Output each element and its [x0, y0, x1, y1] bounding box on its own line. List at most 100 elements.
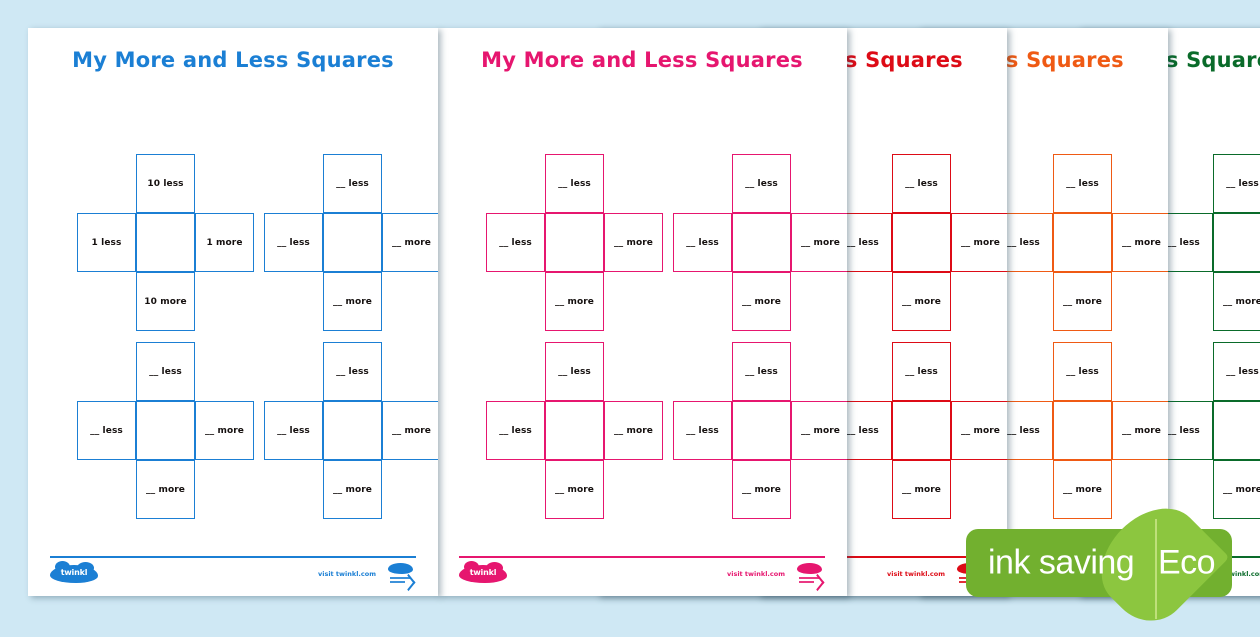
- cell-bottom[interactable]: 10 more: [136, 272, 195, 331]
- cell-top[interactable]: __ less: [1053, 342, 1112, 401]
- twinkl-wordmark: twinkl: [469, 568, 497, 577]
- cell-centre[interactable]: [1053, 401, 1112, 460]
- cell-left[interactable]: __ less: [264, 401, 323, 460]
- cell-label: __ less: [336, 178, 369, 189]
- cell-right[interactable]: __ more: [791, 213, 847, 272]
- cell-centre[interactable]: [1053, 213, 1112, 272]
- cell-bottom[interactable]: __ more: [1213, 272, 1260, 331]
- cell-centre[interactable]: [732, 401, 791, 460]
- cell-label: __ less: [905, 178, 938, 189]
- cell-right[interactable]: __ more: [195, 401, 254, 460]
- cell-bottom[interactable]: __ more: [1053, 272, 1112, 331]
- twinkl-logo[interactable]: twinkl: [459, 561, 507, 584]
- cell-centre[interactable]: [545, 401, 604, 460]
- cell-top[interactable]: __ less: [1053, 154, 1112, 213]
- cell-left[interactable]: 1 less: [77, 213, 136, 272]
- cell-bottom[interactable]: __ more: [732, 460, 791, 519]
- cell-left[interactable]: __ less: [264, 213, 323, 272]
- cell-centre[interactable]: [1213, 213, 1260, 272]
- cell-top[interactable]: __ less: [1213, 342, 1260, 401]
- cell-label: __ more: [801, 237, 840, 248]
- cell-label: __ less: [499, 237, 532, 248]
- cell-left[interactable]: __ less: [673, 213, 732, 272]
- cell-left[interactable]: __ less: [673, 401, 732, 460]
- cell-label: __ more: [392, 425, 431, 436]
- cell-bottom[interactable]: __ more: [323, 460, 382, 519]
- cell-label: __ more: [1063, 296, 1102, 307]
- more-less-cross-4: __ less__ less__ more__ more: [673, 342, 847, 519]
- visit-twinkl-link[interactable]: visit twinkl.com: [726, 570, 785, 578]
- cell-top[interactable]: __ less: [545, 342, 604, 401]
- twinkl-logo[interactable]: twinkl: [50, 561, 98, 584]
- cell-centre[interactable]: [323, 401, 382, 460]
- cell-label: __ less: [558, 178, 591, 189]
- cell-label: __ less: [1167, 425, 1200, 436]
- cell-right[interactable]: __ more: [604, 213, 663, 272]
- more-less-cross-4: __ less__ less__ more__ more: [264, 342, 438, 519]
- visit-twinkl-link[interactable]: visit twinkl.com: [1208, 570, 1260, 578]
- cell-label: __ less: [1226, 366, 1259, 377]
- cell-label: 1 more: [206, 237, 243, 248]
- cell-label: __ more: [961, 425, 1000, 436]
- cell-centre[interactable]: [892, 213, 951, 272]
- visit-twinkl-link[interactable]: visit twinkl.com: [886, 570, 945, 578]
- cell-right[interactable]: __ more: [791, 401, 847, 460]
- cell-bottom[interactable]: __ more: [545, 460, 604, 519]
- page-title: My More and Less Squares: [481, 48, 803, 72]
- cell-label: __ less: [558, 366, 591, 377]
- cell-bottom[interactable]: __ more: [732, 272, 791, 331]
- cell-bottom[interactable]: __ more: [892, 272, 951, 331]
- cell-bottom[interactable]: __ more: [1213, 460, 1260, 519]
- cell-right[interactable]: __ more: [1112, 213, 1168, 272]
- footer-divider: [459, 556, 825, 558]
- cell-centre[interactable]: [323, 213, 382, 272]
- cell-label: __ less: [846, 425, 879, 436]
- cell-bottom[interactable]: __ more: [323, 272, 382, 331]
- more-less-cross-4: __ less__ less__ more__ more: [1154, 342, 1260, 519]
- cell-left[interactable]: __ less: [77, 401, 136, 460]
- badge-part-bb: [797, 563, 822, 574]
- cell-left[interactable]: __ less: [486, 213, 545, 272]
- cell-bottom[interactable]: __ more: [136, 460, 195, 519]
- visit-twinkl-link[interactable]: visit twinkl.com: [317, 570, 376, 578]
- cell-centre[interactable]: [545, 213, 604, 272]
- cell-label: __ less: [149, 366, 182, 377]
- cell-right[interactable]: __ more: [604, 401, 663, 460]
- cell-right[interactable]: __ more: [951, 213, 1007, 272]
- cell-bottom[interactable]: __ more: [545, 272, 604, 331]
- cell-centre[interactable]: [1213, 401, 1260, 460]
- cell-top[interactable]: __ less: [545, 154, 604, 213]
- cell-right[interactable]: 1 more: [195, 213, 254, 272]
- cell-right[interactable]: __ more: [382, 213, 438, 272]
- cell-left[interactable]: __ less: [486, 401, 545, 460]
- cell-label: __ more: [1063, 484, 1102, 495]
- cell-centre[interactable]: [732, 213, 791, 272]
- cell-top[interactable]: __ less: [732, 342, 791, 401]
- cell-centre[interactable]: [136, 213, 195, 272]
- cell-top[interactable]: __ less: [892, 342, 951, 401]
- cell-centre[interactable]: [136, 401, 195, 460]
- cell-bottom[interactable]: __ more: [1053, 460, 1112, 519]
- cell-centre[interactable]: [892, 401, 951, 460]
- cell-top[interactable]: 10 less: [136, 154, 195, 213]
- badge-part-bl2: [390, 581, 405, 583]
- cell-label: __ less: [905, 366, 938, 377]
- cell-right[interactable]: __ more: [951, 401, 1007, 460]
- cell-top[interactable]: __ less: [136, 342, 195, 401]
- cell-label: __ less: [686, 425, 719, 436]
- cell-label: __ more: [742, 296, 781, 307]
- cell-top[interactable]: __ less: [1213, 154, 1260, 213]
- cell-label: __ less: [686, 237, 719, 248]
- cell-top[interactable]: __ less: [323, 154, 382, 213]
- worksheet-page-2[interactable]: My More and Less Squares__ less__ less__…: [437, 28, 847, 596]
- cell-bottom[interactable]: __ more: [892, 460, 951, 519]
- cell-top[interactable]: __ less: [732, 154, 791, 213]
- cell-top[interactable]: __ less: [892, 154, 951, 213]
- cell-right[interactable]: __ more: [382, 401, 438, 460]
- cell-label: __ more: [1223, 484, 1260, 495]
- cell-right[interactable]: __ more: [1112, 401, 1168, 460]
- cell-top[interactable]: __ less: [323, 342, 382, 401]
